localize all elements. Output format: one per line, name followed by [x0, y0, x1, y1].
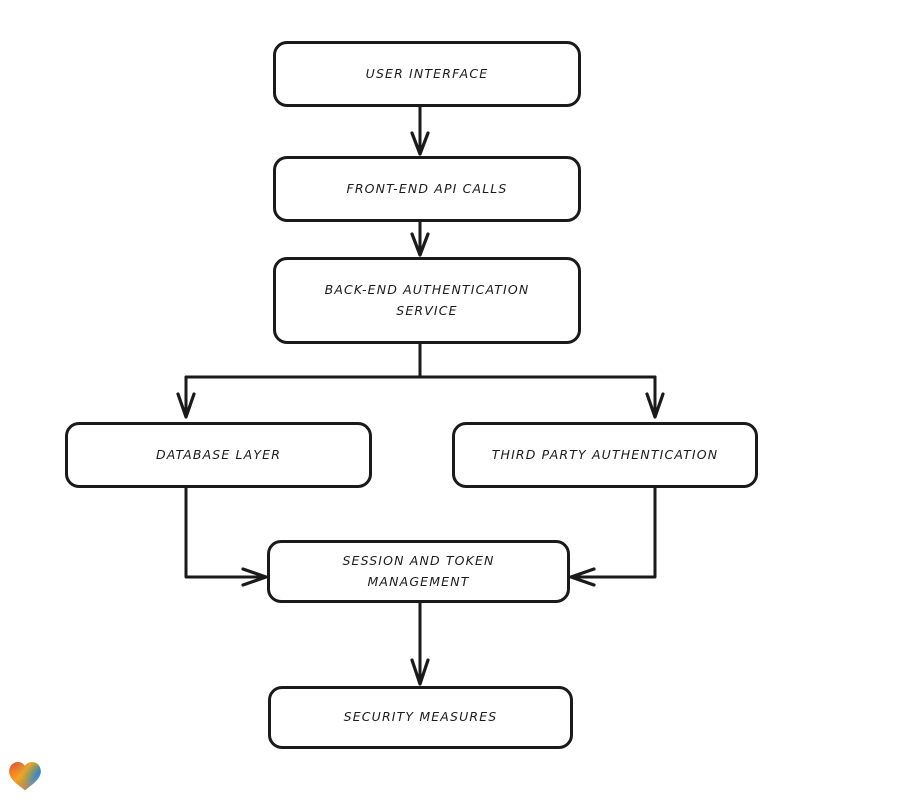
edge-frontend-to-backend [410, 220, 430, 257]
node-security-measures[interactable]: Security Measures [268, 686, 573, 749]
node-label-session-token-mgmt: Session and Token Management [342, 552, 495, 589]
heart-icon [9, 762, 41, 791]
node-label-front-end-api-calls: Front-End API Calls [346, 180, 508, 196]
edge-database-to-session [184, 486, 268, 587]
node-front-end-api-calls[interactable]: Front-End API Calls [273, 156, 581, 222]
node-label-user-interface: User Interface [365, 65, 489, 81]
edge-backend-to-thirdparty [645, 375, 665, 419]
node-label-security-measures: Security Measures [343, 709, 498, 725]
edge-session-to-security [410, 601, 430, 686]
node-back-end-auth-service[interactable]: Back-End Authentication Service [273, 257, 581, 344]
node-third-party-auth[interactable]: Third Party Authentication [452, 422, 758, 488]
node-database-layer[interactable]: Database Layer [65, 422, 372, 488]
node-label-database-layer: Database Layer [155, 446, 282, 462]
node-session-token-mgmt[interactable]: Session and Token Management [267, 540, 570, 603]
edge-backend-split-stem [184, 342, 657, 379]
edge-backend-to-database [176, 375, 196, 419]
edge-ui-to-frontend [410, 105, 430, 156]
node-label-third-party-auth: Third Party Authentication [491, 446, 719, 462]
edge-thirdparty-to-session [569, 486, 657, 587]
node-user-interface[interactable]: User Interface [273, 41, 581, 107]
node-label-back-end-auth-service: Back-End Authentication Service [324, 281, 530, 318]
